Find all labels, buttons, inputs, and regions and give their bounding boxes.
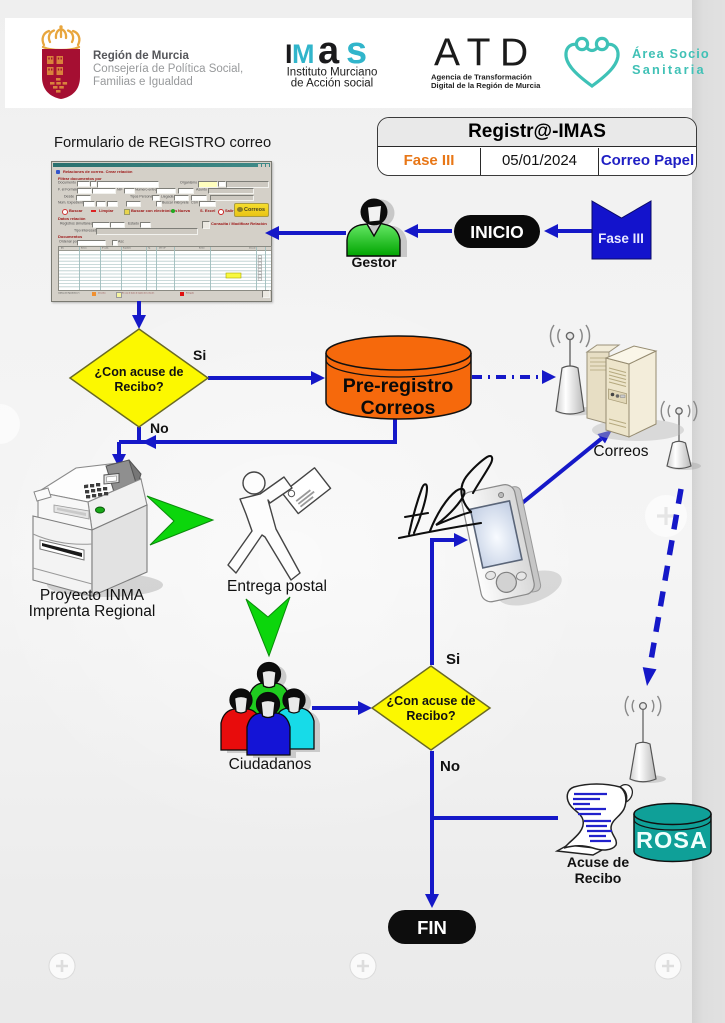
svg-text:Recibo?: Recibo?: [406, 709, 455, 723]
svg-text:de Acción social: de Acción social: [291, 78, 373, 90]
svg-text:Gestor: Gestor: [351, 254, 397, 270]
svg-text:Fase III: Fase III: [598, 231, 644, 246]
svg-text:Recibo?: Recibo?: [114, 380, 163, 394]
svg-text:Ciudadanos: Ciudadanos: [229, 756, 312, 773]
svg-text:No: No: [440, 758, 460, 775]
svg-text:M: M: [292, 39, 315, 69]
svg-text:Correos: Correos: [593, 443, 648, 460]
svg-text:I: I: [285, 39, 293, 69]
svg-text:FIN: FIN: [417, 917, 447, 938]
svg-text:Si: Si: [446, 651, 460, 668]
svg-text:¿Con acuse de: ¿Con acuse de: [95, 365, 184, 379]
svg-text:Entrega postal: Entrega postal: [227, 578, 327, 595]
svg-text:Digital de la Región de Murcia: Digital de la Región de Murcia: [431, 81, 541, 90]
svg-text:Imprenta Regional: Imprenta Regional: [29, 603, 156, 620]
svg-text:Instituto Murciano: Instituto Murciano: [287, 67, 378, 79]
svg-text:s: s: [346, 30, 367, 72]
svg-text:¿Con acuse de: ¿Con acuse de: [387, 694, 476, 708]
svg-text:No: No: [150, 420, 169, 436]
svg-text:Acuse de: Acuse de: [567, 854, 629, 870]
svg-text:Pre-registro: Pre-registro: [343, 375, 454, 397]
svg-text:Proyecto INMA: Proyecto INMA: [40, 587, 145, 604]
svg-text:ATD: ATD: [434, 32, 538, 75]
svg-text:ROSA: ROSA: [636, 827, 708, 853]
svg-text:a: a: [318, 30, 340, 72]
svg-text:Recibo: Recibo: [575, 870, 622, 886]
svg-text:INICIO: INICIO: [470, 222, 523, 242]
svg-text:Correos: Correos: [361, 397, 436, 419]
svg-text:Si: Si: [193, 347, 206, 363]
svg-text:Agencia de Transformación: Agencia de Transformación: [431, 73, 532, 82]
